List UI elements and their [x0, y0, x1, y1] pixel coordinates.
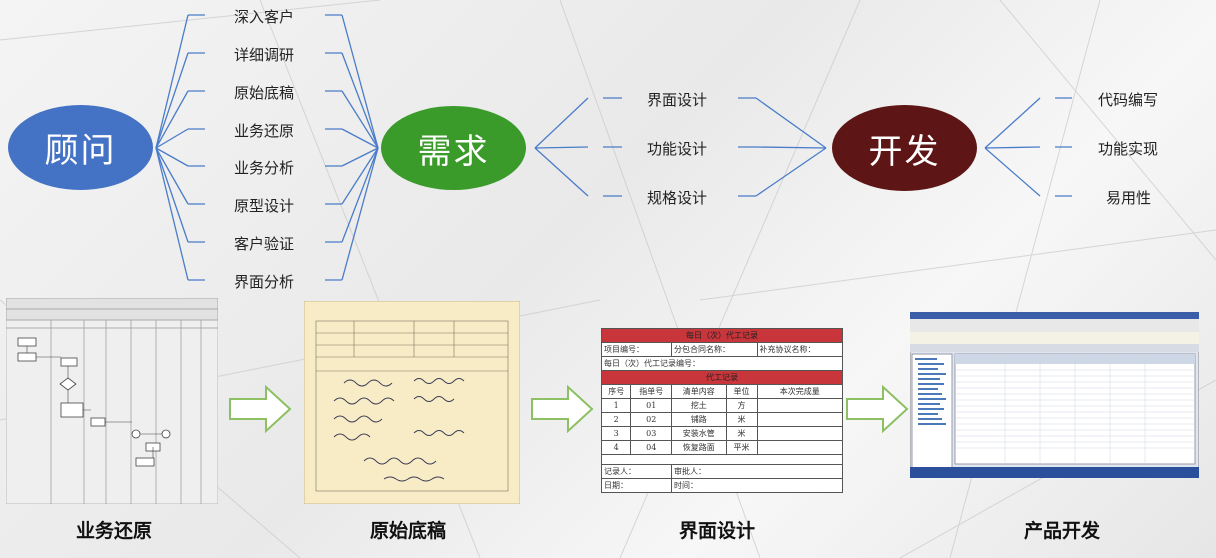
- requirement-connector: [755, 97, 827, 149]
- task-usability: 易用性: [1106, 189, 1152, 207]
- task-customer-verify: 客户验证: [234, 235, 295, 253]
- arrow-right-icon: [846, 385, 909, 433]
- requirement-connector: [755, 146, 827, 149]
- form-title: 每日（次）代工记录: [601, 328, 843, 343]
- form-cell: 4: [600, 440, 632, 455]
- arrow-right-icon: [229, 385, 292, 433]
- form-col-header: 单位: [725, 384, 758, 399]
- task-spec-design: 规格设计: [647, 189, 708, 207]
- task-implementation: 功能实现: [1098, 140, 1159, 158]
- form-cell: 米: [725, 412, 758, 427]
- form-cell: 挖土: [671, 398, 727, 413]
- form-table-thumbnail: 每日（次）代工记录 项目编号： 分包合同名称： 补充协议名称： 每日（次）代工记…: [600, 328, 843, 493]
- task-ui-analysis: 界面分析: [234, 273, 295, 291]
- consultant-connector: [155, 147, 189, 167]
- form-cell: 04: [630, 440, 673, 455]
- caption-ui-design: 界面设计: [678, 520, 755, 542]
- requirement-node: 需求: [381, 106, 526, 190]
- form-section-title: 代工记录: [601, 370, 843, 385]
- form-col-header: 清单内容: [671, 384, 727, 399]
- form-cell: 3: [600, 426, 632, 441]
- form-recorder: 记录人：: [600, 464, 673, 479]
- form-cell: [756, 440, 843, 455]
- form-cell: 02: [630, 412, 673, 427]
- consultant-connector: [341, 14, 379, 149]
- form-project-no: 项目编号：: [600, 342, 673, 357]
- handwritten-draft-thumbnail: [304, 301, 520, 504]
- requirement-connector: [755, 147, 827, 197]
- form-time: 时间：: [671, 478, 843, 493]
- task-coding: 代码编写: [1098, 91, 1159, 109]
- consultant-connector: [341, 147, 379, 205]
- form-cell: 恢复路面: [671, 440, 727, 455]
- form-spacer: [601, 454, 843, 465]
- caption-business-restore: 业务还原: [75, 520, 152, 542]
- task-prototype-design: 原型设计: [234, 197, 295, 215]
- form-cell: [756, 426, 843, 441]
- requirement-connector: [534, 147, 589, 197]
- consultant-node: 顾问: [8, 105, 153, 190]
- caption-product-dev: 产品开发: [1023, 520, 1100, 542]
- task-business-restore: 业务还原: [234, 122, 295, 140]
- flowchart-thumbnail: [6, 298, 218, 504]
- consultant-connector: [155, 128, 189, 149]
- caption-original-draft: 原始底稿: [369, 520, 446, 542]
- task-original-draft: 原始底稿: [234, 84, 295, 102]
- task-function-design: 功能设计: [647, 140, 708, 158]
- requirement-connector: [534, 97, 589, 149]
- consultant-connector: [155, 147, 189, 243]
- development-connector: [984, 146, 1041, 149]
- development-node: 开发: [832, 105, 977, 191]
- requirement-connector: [534, 146, 589, 149]
- form-approver: 审批人：: [671, 464, 843, 479]
- consultant-connector: [341, 90, 379, 149]
- form-supplement-name: 补充协议名称：: [756, 342, 843, 357]
- form-col-header: 本次完成量: [756, 384, 843, 399]
- form-cell: 安装水管: [671, 426, 727, 441]
- connector-lines: [155, 14, 1072, 281]
- consultant-connector: [155, 147, 189, 281]
- task-deep-customer: 深入客户: [234, 8, 295, 26]
- form-col-header: 序号: [600, 384, 632, 399]
- development-connector: [984, 97, 1041, 149]
- form-cell: 03: [630, 426, 673, 441]
- consultant-connector: [341, 128, 379, 149]
- consultant-connector: [341, 147, 379, 281]
- form-cell: 铺路: [671, 412, 727, 427]
- consultant-connector: [341, 147, 379, 167]
- form-cell: 平米: [725, 440, 758, 455]
- development-connector: [984, 147, 1041, 197]
- consultant-connector: [155, 52, 189, 149]
- task-ui-design: 界面设计: [647, 91, 708, 109]
- form-cell: 方: [725, 398, 758, 413]
- consultant-connector: [155, 90, 189, 149]
- arrow-right-icon: [531, 385, 594, 433]
- form-cell: 2: [600, 412, 632, 427]
- daily-record-form: 每日（次）代工记录 项目编号： 分包合同名称： 补充协议名称： 每日（次）代工记…: [600, 328, 843, 493]
- form-date: 日期：: [600, 478, 673, 493]
- consultant-connector: [155, 147, 189, 205]
- form-cell: [756, 398, 843, 413]
- form-cell: 01: [630, 398, 673, 413]
- form-contract-name: 分包合同名称：: [671, 342, 758, 357]
- form-cell: [756, 412, 843, 427]
- consultant-connector: [155, 14, 189, 149]
- task-detailed-research: 详细调研: [234, 46, 295, 64]
- form-record-no: 每日（次）代工记录编号：: [601, 356, 843, 371]
- form-cell: 1: [600, 398, 632, 413]
- consultant-connector: [341, 52, 379, 149]
- form-col-header: 指单号: [630, 384, 673, 399]
- task-business-analysis: 业务分析: [234, 159, 295, 177]
- product-screenshot-thumbnail: [910, 312, 1199, 478]
- form-cell: 米: [725, 426, 758, 441]
- consultant-connector: [341, 147, 379, 243]
